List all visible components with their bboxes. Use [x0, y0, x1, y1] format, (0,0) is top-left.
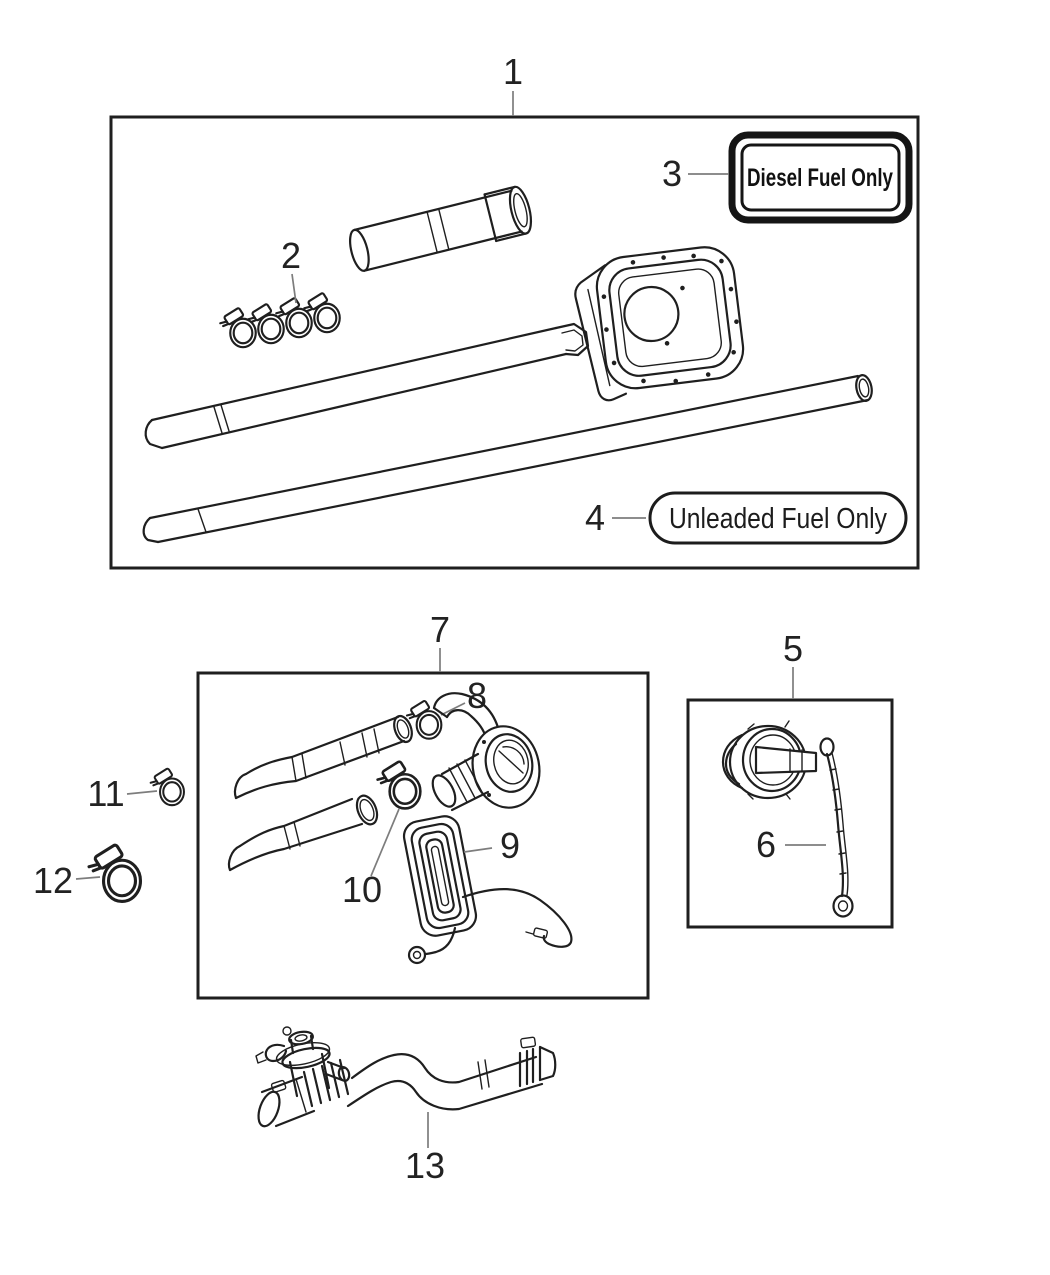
filler-hose-lower	[227, 794, 379, 872]
callout-2-leader	[291, 273, 297, 304]
callout-1: 1	[503, 51, 523, 92]
callout-12-leader	[75, 876, 101, 880]
fuel-cap	[721, 720, 818, 800]
hose-clamp-12	[84, 842, 143, 903]
diesel-label-text: Diesel Fuel Only	[747, 164, 893, 192]
callout-11: 11	[87, 773, 124, 814]
callout-8: 8	[467, 675, 487, 716]
fuel-cap-kit-box	[686, 698, 894, 929]
callout-12: 12	[33, 860, 73, 901]
callout-9: 9	[500, 825, 520, 866]
callout-8-leader	[440, 702, 466, 716]
fuel-filler-housing-bezel	[574, 246, 745, 402]
callout-6: 6	[756, 824, 776, 865]
callout-7: 7	[430, 609, 450, 650]
callout-3: 3	[662, 153, 682, 194]
unleaded-fuel-only-label: Unleaded Fuel Only	[648, 491, 908, 545]
hose-clamp-11	[147, 767, 185, 807]
callout-10: 10	[342, 869, 382, 910]
filler-hose-assembly-13	[255, 1026, 557, 1128]
callout-13: 13	[405, 1145, 445, 1186]
cap-tether-6	[819, 737, 854, 918]
filler-tube-long	[142, 374, 873, 544]
callout-2: 2	[281, 235, 301, 276]
filler-hose-upper	[233, 714, 413, 800]
filler-tube-middle	[144, 322, 590, 450]
callout-5: 5	[783, 628, 803, 669]
callout-10-leader	[370, 808, 400, 877]
fuel-line-heater-9	[402, 815, 573, 965]
callout-11-leader	[126, 790, 158, 795]
callout-9-leader	[463, 847, 493, 853]
unleaded-label-text: Unleaded Fuel Only	[669, 503, 887, 535]
vent-tube	[348, 185, 533, 272]
callout-4: 4	[585, 497, 605, 538]
diesel-fuel-only-label: Diesel Fuel Only	[728, 131, 913, 224]
fuel-filler-neck	[431, 692, 541, 812]
